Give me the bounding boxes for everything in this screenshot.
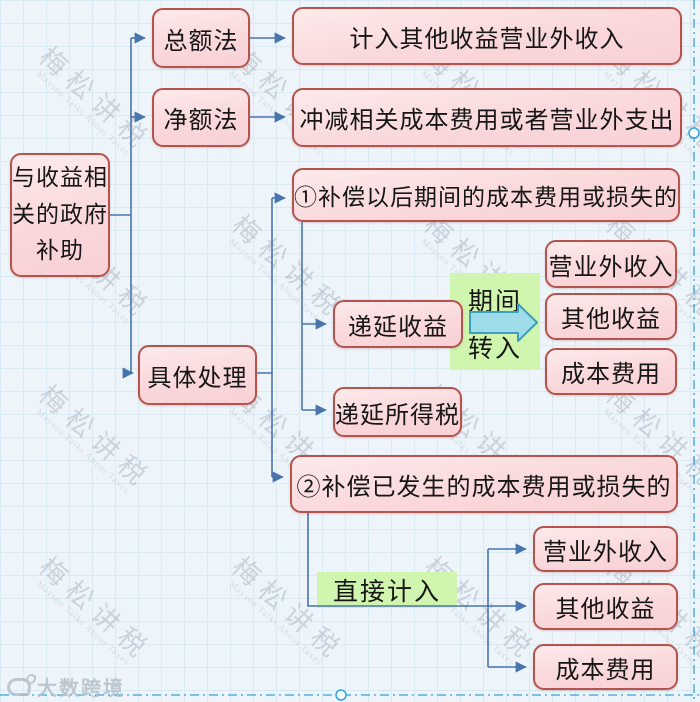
node-net-result[interactable]: 冲减相关成本费用或者营业外支出 [292,88,682,147]
node-deferred-income[interactable]: 递延收益 [333,300,463,348]
node-nonoperating-income-2[interactable]: 营业外收入 [533,526,678,572]
node-compensate-future[interactable]: ①补偿以后期间的成本费用或损失的 [292,168,680,222]
node-label: 成本费用 [555,657,656,684]
node-compensate-incurred[interactable]: ②补偿已发生的成本费用或损失的 [290,455,678,513]
node-other-income-2[interactable]: 其他收益 [533,583,678,630]
direct-include-label: 直接计入 [332,579,441,606]
dashukuajing-logo-text: 大数跨境 [37,678,125,700]
node-net-method[interactable]: 净额法 [152,88,250,147]
dashukuajing-logo: 大数跨境 [5,672,125,701]
node-nonoperating-income-1[interactable]: 营业外收入 [545,240,677,288]
node-label: ②补偿已发生的成本费用或损失的 [296,474,672,501]
node-label: 其他收益 [555,597,656,623]
node-label: ①补偿以后期间的成本费用或损失的 [294,185,678,210]
node-specific-treatment[interactable]: 具体处理 [138,345,257,405]
node-label: 营业外收入 [548,254,674,281]
node-label: 递延所得税 [335,402,460,429]
node-label: 计入其他收益营业外收入 [349,26,625,53]
node-label: 递延收益 [348,314,448,341]
connector-line [257,198,273,477]
resize-handle-bottom[interactable] [335,689,347,701]
node-deferred-tax[interactable]: 递延所得税 [333,387,462,437]
period-label: 期间 [467,289,522,316]
node-label: 其他收益 [561,307,661,333]
node-label: 营业外收入 [543,539,668,566]
node-label: 成本费用 [561,362,661,388]
node-other-income-1[interactable]: 其他收益 [545,293,677,340]
highlight-direct-include[interactable]: 直接计入 [317,572,457,608]
node-label: 净额法 [163,108,239,134]
node-gross-result[interactable]: 计入其他收益营业外收入 [292,7,682,65]
node-label: 冲减相关成本费用或者营业外支出 [299,108,675,134]
dashukuajing-logo-icon [5,677,33,696]
resize-handle-right[interactable] [688,127,700,139]
highlight-period-transfer[interactable]: 期间 转入 [450,273,540,370]
node-cost-expense-2[interactable]: 成本费用 [533,644,678,690]
transfer-label: 转入 [467,336,522,363]
node-label: 总额法 [163,28,239,55]
node-gross-method[interactable]: 总额法 [152,8,250,68]
node-cost-expense-1[interactable]: 成本费用 [545,348,677,395]
node-label: 与收益相关的政府补助 [12,164,108,264]
node-label: 具体处理 [147,365,248,392]
node-root[interactable]: 与收益相关的政府补助 [10,153,110,277]
